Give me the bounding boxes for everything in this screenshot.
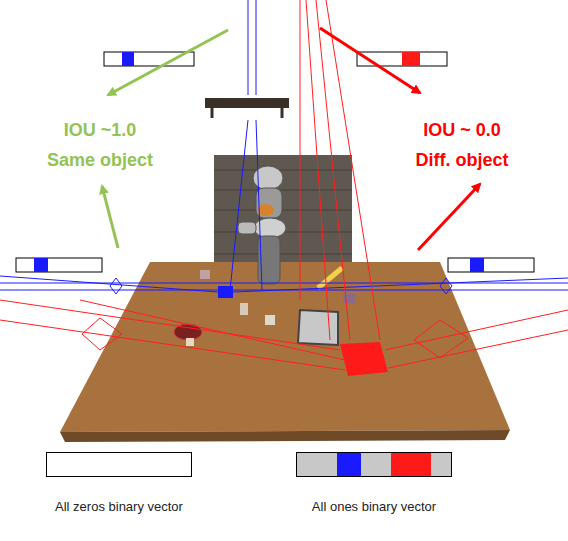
- vector-segment: [391, 453, 431, 476]
- iou-label: Same object: [47, 150, 153, 171]
- iou-label: Diff. object: [416, 150, 509, 171]
- iou-label: IOU ~1.0: [64, 120, 137, 141]
- vector-bar: [296, 452, 452, 477]
- vector-caption: All ones binary vector: [294, 499, 454, 514]
- binary-vector: All zeros binary vector: [44, 452, 194, 514]
- vector-bar: [46, 452, 192, 477]
- binary-vector: All ones binary vector: [294, 452, 454, 514]
- iou-label: IOU ~ 0.0: [423, 120, 501, 141]
- vector-segment: [337, 453, 361, 476]
- vector-caption: All zeros binary vector: [44, 499, 194, 514]
